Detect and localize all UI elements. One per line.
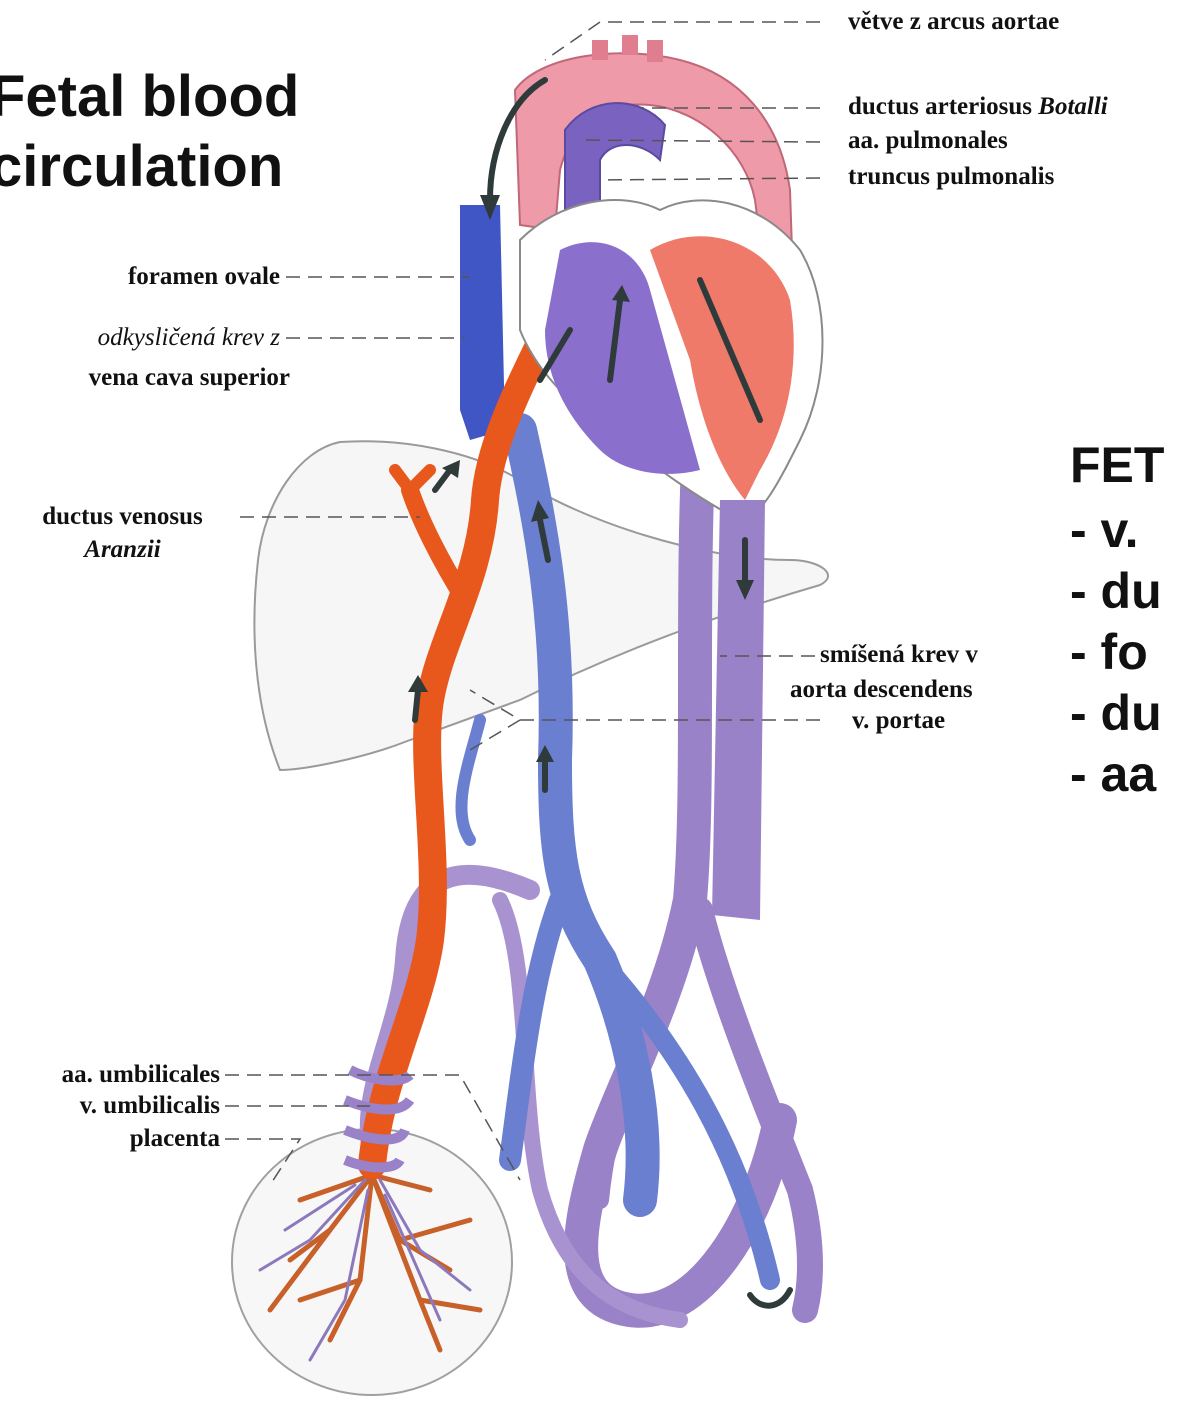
- label-smisena: smíšená krev v: [820, 640, 978, 670]
- fetal-list-item: - du: [1070, 683, 1164, 744]
- fetal-list-heading: FET: [1070, 430, 1164, 500]
- aorta-descendens: [712, 500, 765, 920]
- label-aa-pulmonales: aa. pulmonales: [848, 126, 1008, 156]
- label-vetve: větve z arcus aortae: [848, 7, 1059, 37]
- label-aa-umbilicales: aa. umbilicales: [0, 1060, 220, 1090]
- label-v-portae: v. portae: [852, 706, 945, 736]
- label-odkyslicena: odkysličená krev z: [20, 323, 280, 353]
- label-v-umbilicalis: v. umbilicalis: [0, 1091, 220, 1121]
- fetal-list: FET - v. - du - fo - du - aa: [1070, 430, 1164, 805]
- label-botalli: Botalli: [1038, 93, 1107, 120]
- title-line-2: circulation: [0, 132, 299, 202]
- label-ductus-arteriosus-text: ductus arteriosus: [848, 93, 1032, 120]
- label-aranzii: Aranzii: [10, 535, 235, 565]
- label-placenta: placenta: [0, 1124, 220, 1154]
- page-title: Fetal blood circulation: [0, 62, 299, 202]
- label-foramen-ovale: foramen ovale: [20, 262, 280, 292]
- label-truncus-pulmonalis: truncus pulmonalis: [848, 162, 1054, 192]
- fetal-list-item: - v.: [1070, 500, 1164, 561]
- fetal-list-item: - aa: [1070, 744, 1164, 805]
- fetal-list-item: - fo: [1070, 622, 1164, 683]
- label-ductus-venosus: ductus venosus: [10, 502, 235, 532]
- label-vena-cava: vena cava superior: [0, 363, 290, 393]
- title-line-1: Fetal blood: [0, 62, 299, 132]
- fetal-list-item: - du: [1070, 561, 1164, 622]
- label-ductus-arteriosus: ductus arteriosus Botalli: [848, 92, 1108, 122]
- label-aorta-descendens: aorta descendens: [790, 675, 973, 705]
